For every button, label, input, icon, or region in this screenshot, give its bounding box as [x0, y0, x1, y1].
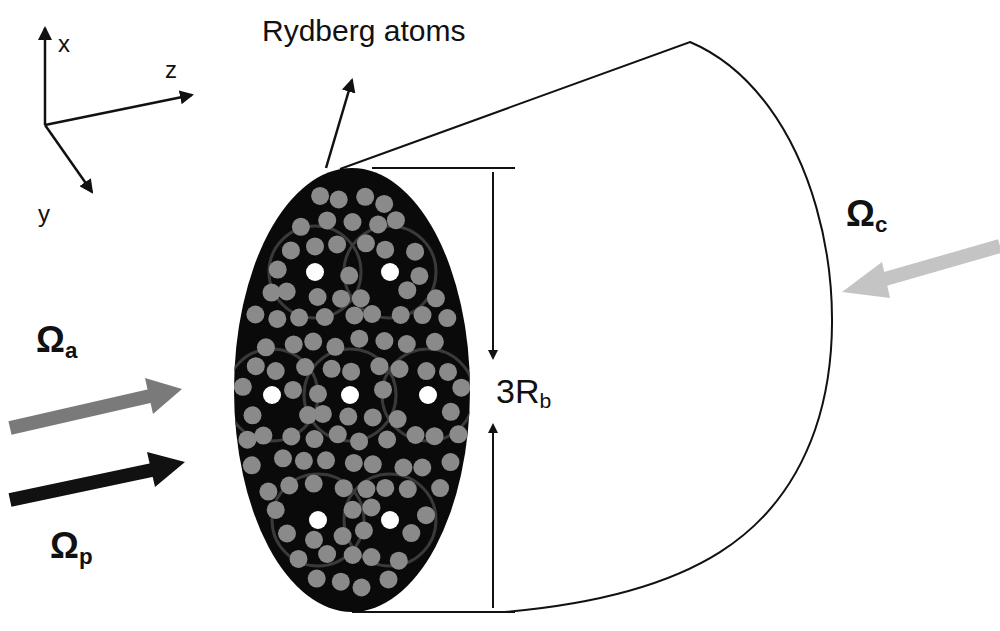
dimension-label: 3Rb	[496, 374, 551, 411]
beam-arrows	[10, 246, 1000, 500]
beam-label: Ωc	[846, 196, 887, 236]
leader-line	[326, 80, 352, 168]
dimension-lines	[372, 168, 515, 612]
callout-label: Rydberg atoms	[262, 16, 465, 46]
axes	[45, 28, 192, 192]
axis-label: y	[38, 202, 50, 226]
beam-label: Ωa	[36, 322, 77, 362]
axis-label: z	[165, 58, 177, 82]
subscript: c	[875, 212, 887, 237]
subscript: b	[539, 389, 551, 412]
axis-label: x	[58, 32, 70, 56]
subscript: p	[79, 544, 93, 569]
cylinder-face	[234, 168, 470, 612]
rydberg-atoms	[226, 187, 474, 597]
beam-label: Ωp	[50, 528, 93, 568]
subscript: a	[65, 338, 77, 363]
